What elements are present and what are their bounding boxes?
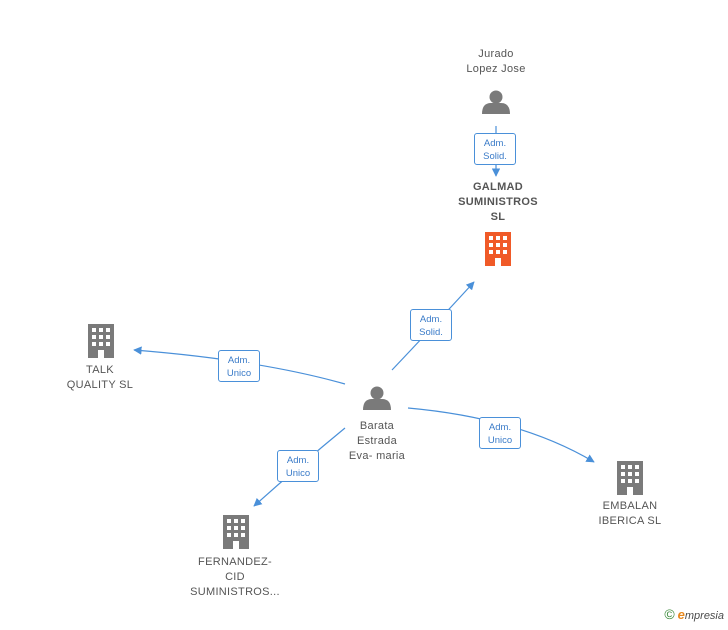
edge-badge-barata-embalan: Adm. Unico: [479, 417, 521, 449]
node-label-embalan[interactable]: EMBALAN IBERICA SL: [598, 500, 662, 527]
person-icon[interactable]: [363, 386, 391, 411]
brand-name: mpresia: [684, 609, 724, 622]
edge-badge-line: Adm.: [419, 314, 443, 325]
building-icon[interactable]: [617, 461, 643, 495]
edge-badge-barata-talk: Adm. Unico: [218, 350, 260, 382]
edge-badge-jurado-galmad: Adm. Solid.: [474, 133, 516, 165]
building-icon[interactable]: [223, 515, 249, 549]
edge-badge-barata-galmad: Adm. Solid.: [410, 309, 452, 341]
edge-badge-line: Unico: [487, 435, 513, 446]
edge-badge-line: Adm.: [286, 455, 310, 466]
edge-badge-barata-fernandez: Adm. Unico: [277, 450, 319, 482]
person-icon[interactable]: [482, 90, 510, 115]
footer-brand[interactable]: © empresia: [664, 606, 724, 622]
node-label-jurado[interactable]: Jurado Lopez Jose: [466, 48, 526, 75]
node-label-fernandez[interactable]: FERNANDEZ- CID SUMINISTROS...: [190, 556, 280, 598]
edge-badge-line: Adm.: [227, 355, 251, 366]
edge-badge-line: Solid.: [419, 327, 443, 338]
edge-badge-line: Solid.: [483, 151, 507, 162]
building-icon[interactable]: [88, 324, 114, 358]
brand-initial: e: [677, 606, 685, 622]
copyright-icon: ©: [664, 606, 675, 622]
edge-badge-line: Adm.: [488, 422, 512, 433]
edge-badge-line: Unico: [285, 468, 311, 479]
brand-logo: empresia: [678, 607, 724, 622]
node-label-galmad[interactable]: GALMAD SUMINISTROS SL: [458, 181, 538, 223]
node-label-talk[interactable]: TALK QUALITY SL: [66, 364, 134, 391]
edge-badge-line: Unico: [226, 368, 252, 379]
node-label-barata[interactable]: Barata Estrada Eva- maria: [348, 420, 406, 462]
edge-badge-line: Adm.: [483, 138, 507, 149]
building-icon[interactable]: [485, 232, 511, 266]
